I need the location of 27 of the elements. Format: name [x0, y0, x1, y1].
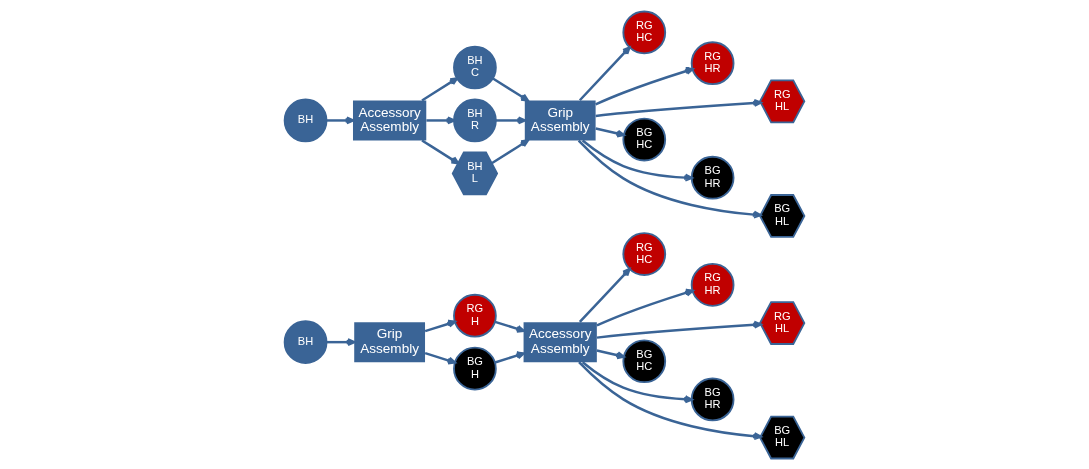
arrow — [596, 320, 762, 339]
arrow — [492, 76, 530, 102]
arrow — [494, 320, 525, 333]
node-circle: BG HR — [690, 155, 735, 200]
arrow — [578, 267, 631, 323]
arrow — [581, 360, 693, 403]
node-circle: RG HR — [690, 40, 735, 85]
arrow — [595, 98, 762, 117]
arrow — [578, 360, 762, 440]
node-circle: RG H — [453, 293, 497, 338]
node-circle: BH — [283, 98, 328, 142]
node-circle: BH R — [453, 98, 497, 142]
node-circle: BG HR — [690, 377, 735, 421]
node-circle: BH — [283, 319, 328, 364]
node-box: Grip Assembly — [354, 321, 426, 362]
arrow — [581, 139, 693, 182]
node-box: Grip Assembly — [524, 99, 596, 140]
node-circle: BG H — [453, 346, 497, 390]
node-box: Accessory Assembly — [353, 99, 427, 140]
node-box: Accessory Assembly — [523, 321, 597, 362]
arrow — [577, 139, 762, 219]
node-circle: RG HR — [690, 262, 735, 307]
node-circle: BG HC — [622, 117, 667, 161]
arrow — [424, 319, 457, 332]
node-circle: BH C — [453, 45, 497, 89]
node-circle: BG HC — [622, 338, 667, 383]
arrow — [495, 115, 527, 124]
